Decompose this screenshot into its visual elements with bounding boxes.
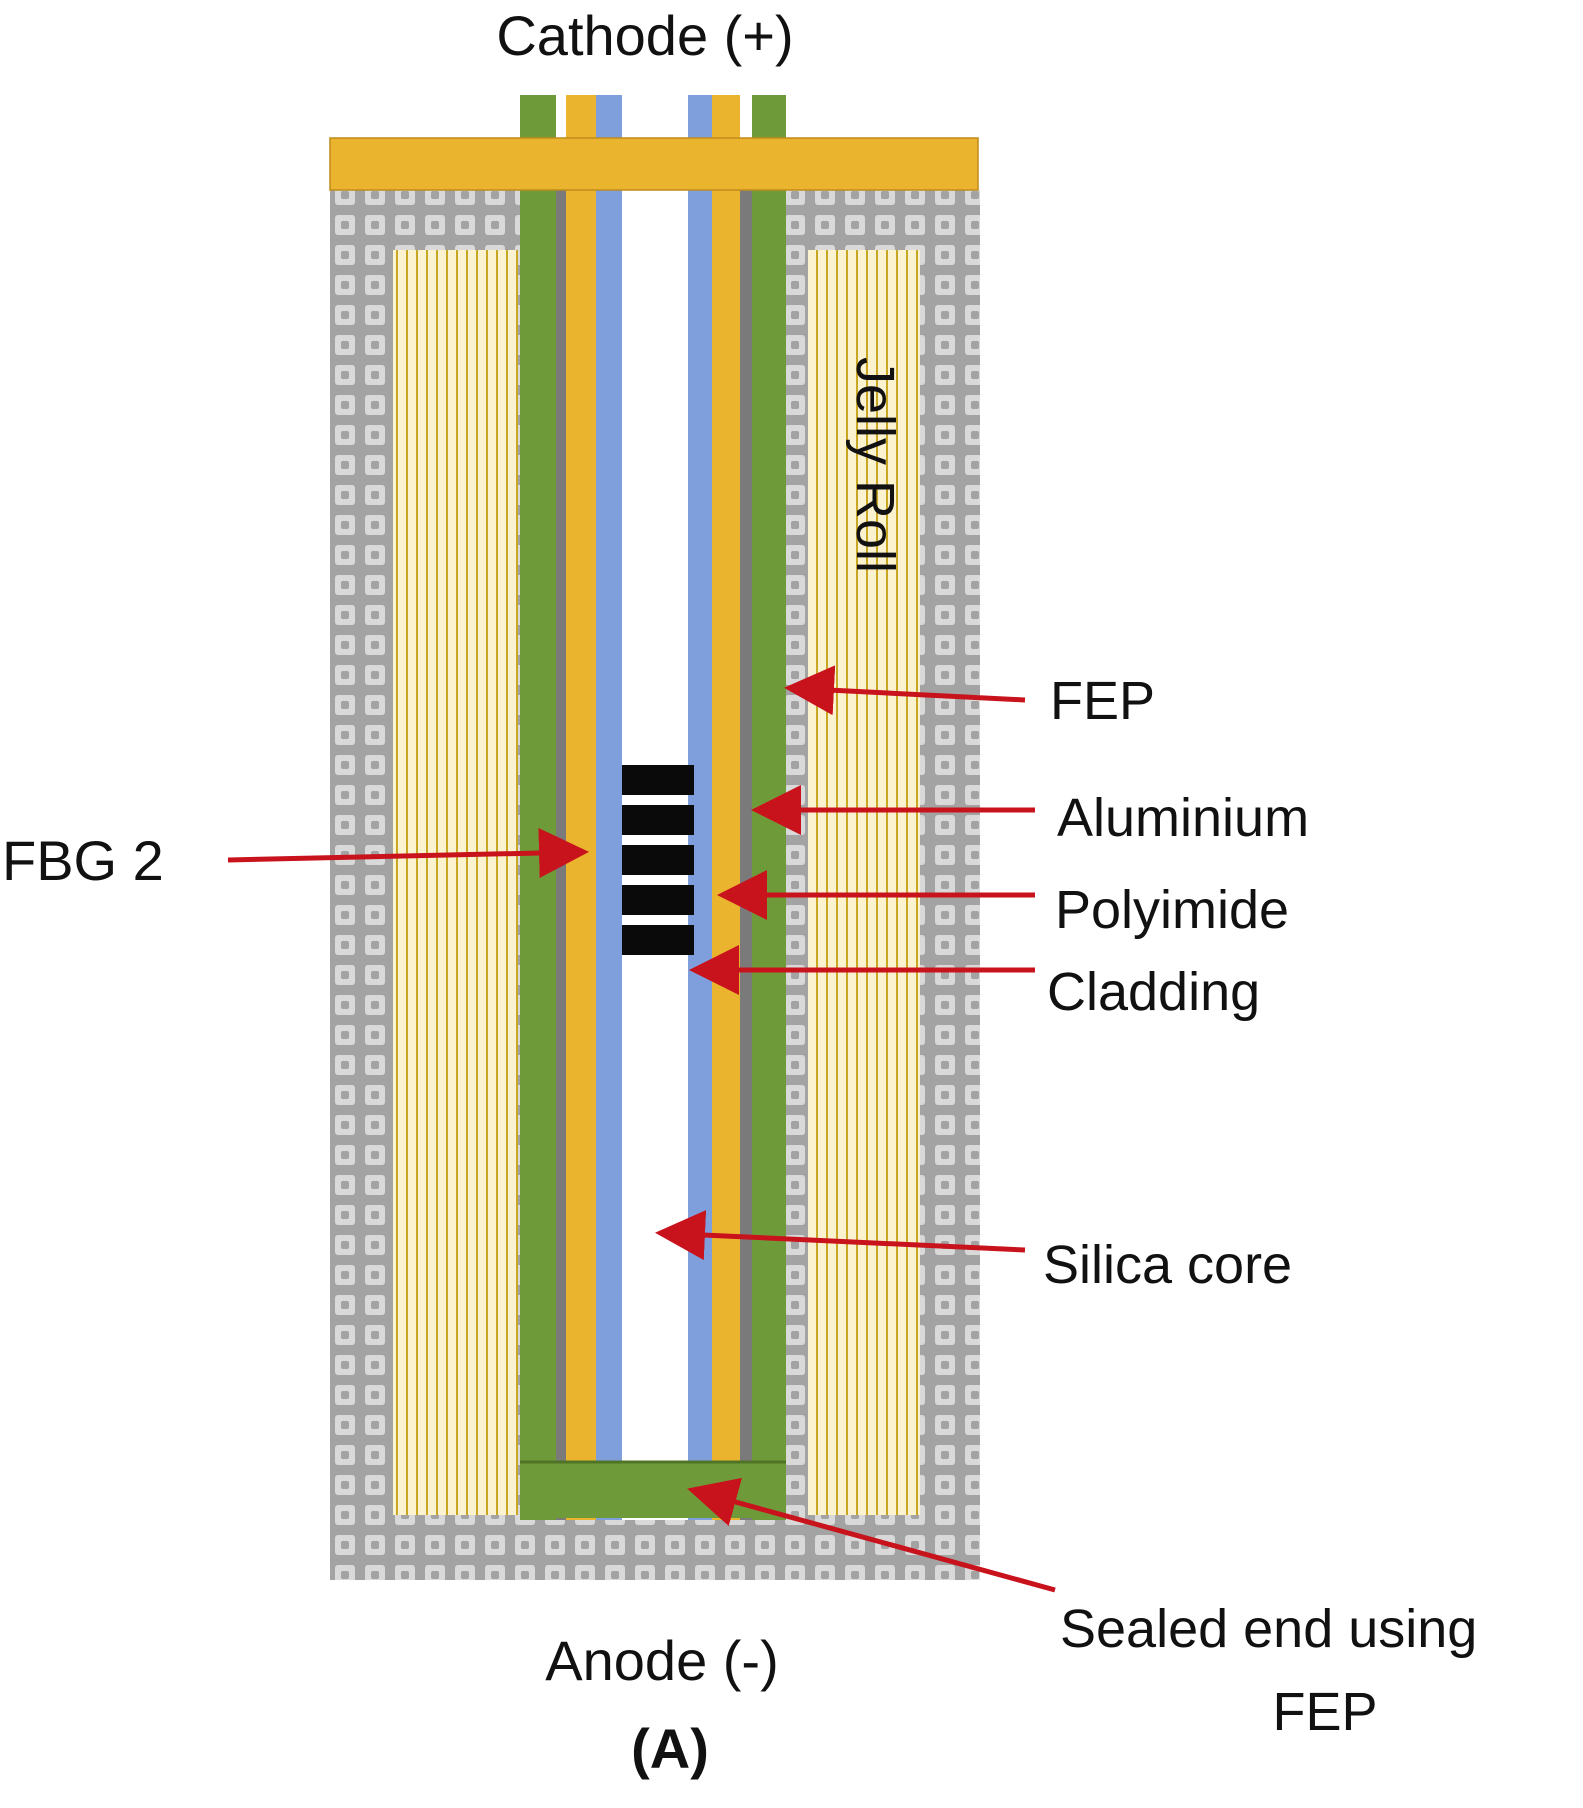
jelly-roll-label: Jelly Roll [845,357,905,573]
aluminium-layer-right [740,190,752,1520]
jelly-roll-left [393,250,518,1515]
fbg-label: FBG 2 [2,829,164,892]
fiber-sensor-assembly [520,95,786,1520]
jelly-roll-right [808,250,920,1515]
polyimide-label: Polyimide [1055,880,1289,940]
sealed-end-label-line2: FEP [1272,1682,1377,1742]
pointer-arrows [227,665,1056,1593]
aluminium-label: Aluminium [1057,788,1309,848]
fep-label: FEP [1050,671,1155,731]
arrow-sealed-end [687,1477,1056,1593]
bragg-grating [622,765,694,955]
anode-label: Anode (-) [545,1629,778,1692]
polyimide-layer-left [566,95,596,1520]
arrow-silica-core [655,1210,1026,1261]
fep-layer-left [520,95,556,1520]
arrow-fbg [227,828,589,879]
arrow-fep [784,665,1026,716]
sealed-end-label-line1: Sealed end using [1060,1599,1477,1659]
cladding-label: Cladding [1047,962,1260,1022]
polyimide-layer-right [712,95,740,1520]
panel-label: (A) [631,1717,709,1780]
cathode-cap [330,138,978,190]
cladding-layer-left [596,95,622,1520]
cathode-label: Cathode (+) [496,4,793,67]
silica-core-label: Silica core [1043,1235,1292,1295]
sealed-end-fep [520,1462,786,1518]
